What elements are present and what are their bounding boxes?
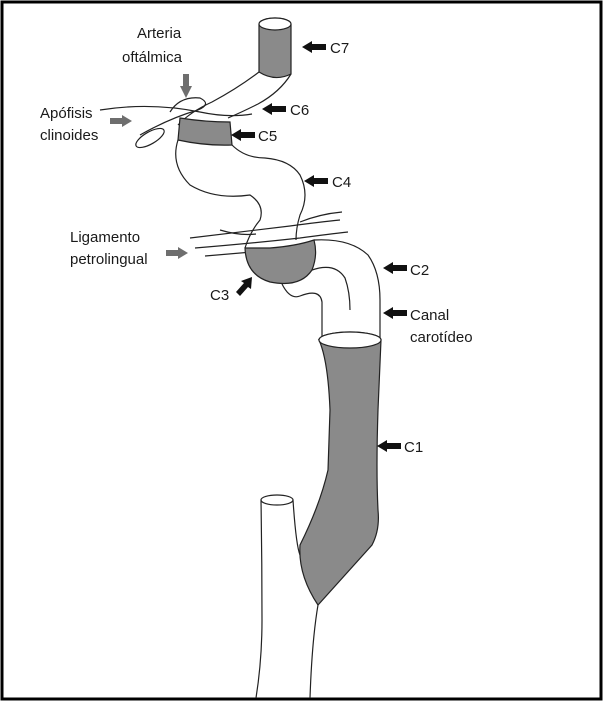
common-carotid-right <box>310 605 318 698</box>
c2-lower-wall <box>282 284 322 338</box>
arrow-c7 <box>302 41 326 53</box>
arrow-c6 <box>262 103 286 115</box>
clinoid-line <box>100 106 252 115</box>
artery-outline <box>100 18 381 698</box>
label-c1: C1 <box>404 439 423 456</box>
label-canal: Canal <box>410 307 449 324</box>
c5-segment <box>178 118 232 145</box>
c7-segment <box>259 24 291 78</box>
c2-outer-wall <box>314 240 380 340</box>
label-c4: C4 <box>332 174 351 191</box>
label-c7: C7 <box>330 40 349 57</box>
c3-segment <box>245 240 316 284</box>
arrow-c3 <box>236 277 252 296</box>
label-arteria: Arteria <box>137 25 182 42</box>
external-carotid-opening <box>261 495 293 505</box>
arrow-c1 <box>377 440 401 452</box>
arrow-ligamento <box>166 247 188 259</box>
label-c6: C6 <box>290 102 309 119</box>
c4-left-wall <box>176 140 262 248</box>
label-c5: C5 <box>258 128 277 145</box>
arrow-c4 <box>304 175 328 187</box>
c1-segment <box>300 340 381 605</box>
external-carotid-right <box>293 500 300 555</box>
label-petrolingual: petrolingual <box>70 251 148 268</box>
arrow-arteria-oftalmica <box>180 74 192 98</box>
arrow-apofisis-clinoides <box>110 115 132 127</box>
label-clinoides: clinoides <box>40 127 98 144</box>
c2-inner-wall <box>312 267 350 310</box>
label-oftalmica: oftálmica <box>122 49 183 66</box>
label-c2: C2 <box>410 262 429 279</box>
label-apofisis: Apófisis <box>40 105 93 122</box>
external-carotid-left <box>256 500 262 698</box>
label-carotideo: carotídeo <box>410 329 473 346</box>
arrows <box>231 41 407 452</box>
label-c3: C3 <box>210 287 229 304</box>
label-ligamento: Ligamento <box>70 229 140 246</box>
arrow-canal <box>383 307 407 319</box>
arrow-c5 <box>231 129 255 141</box>
clinoid-ring <box>133 125 167 151</box>
arrow-c2 <box>383 262 407 274</box>
